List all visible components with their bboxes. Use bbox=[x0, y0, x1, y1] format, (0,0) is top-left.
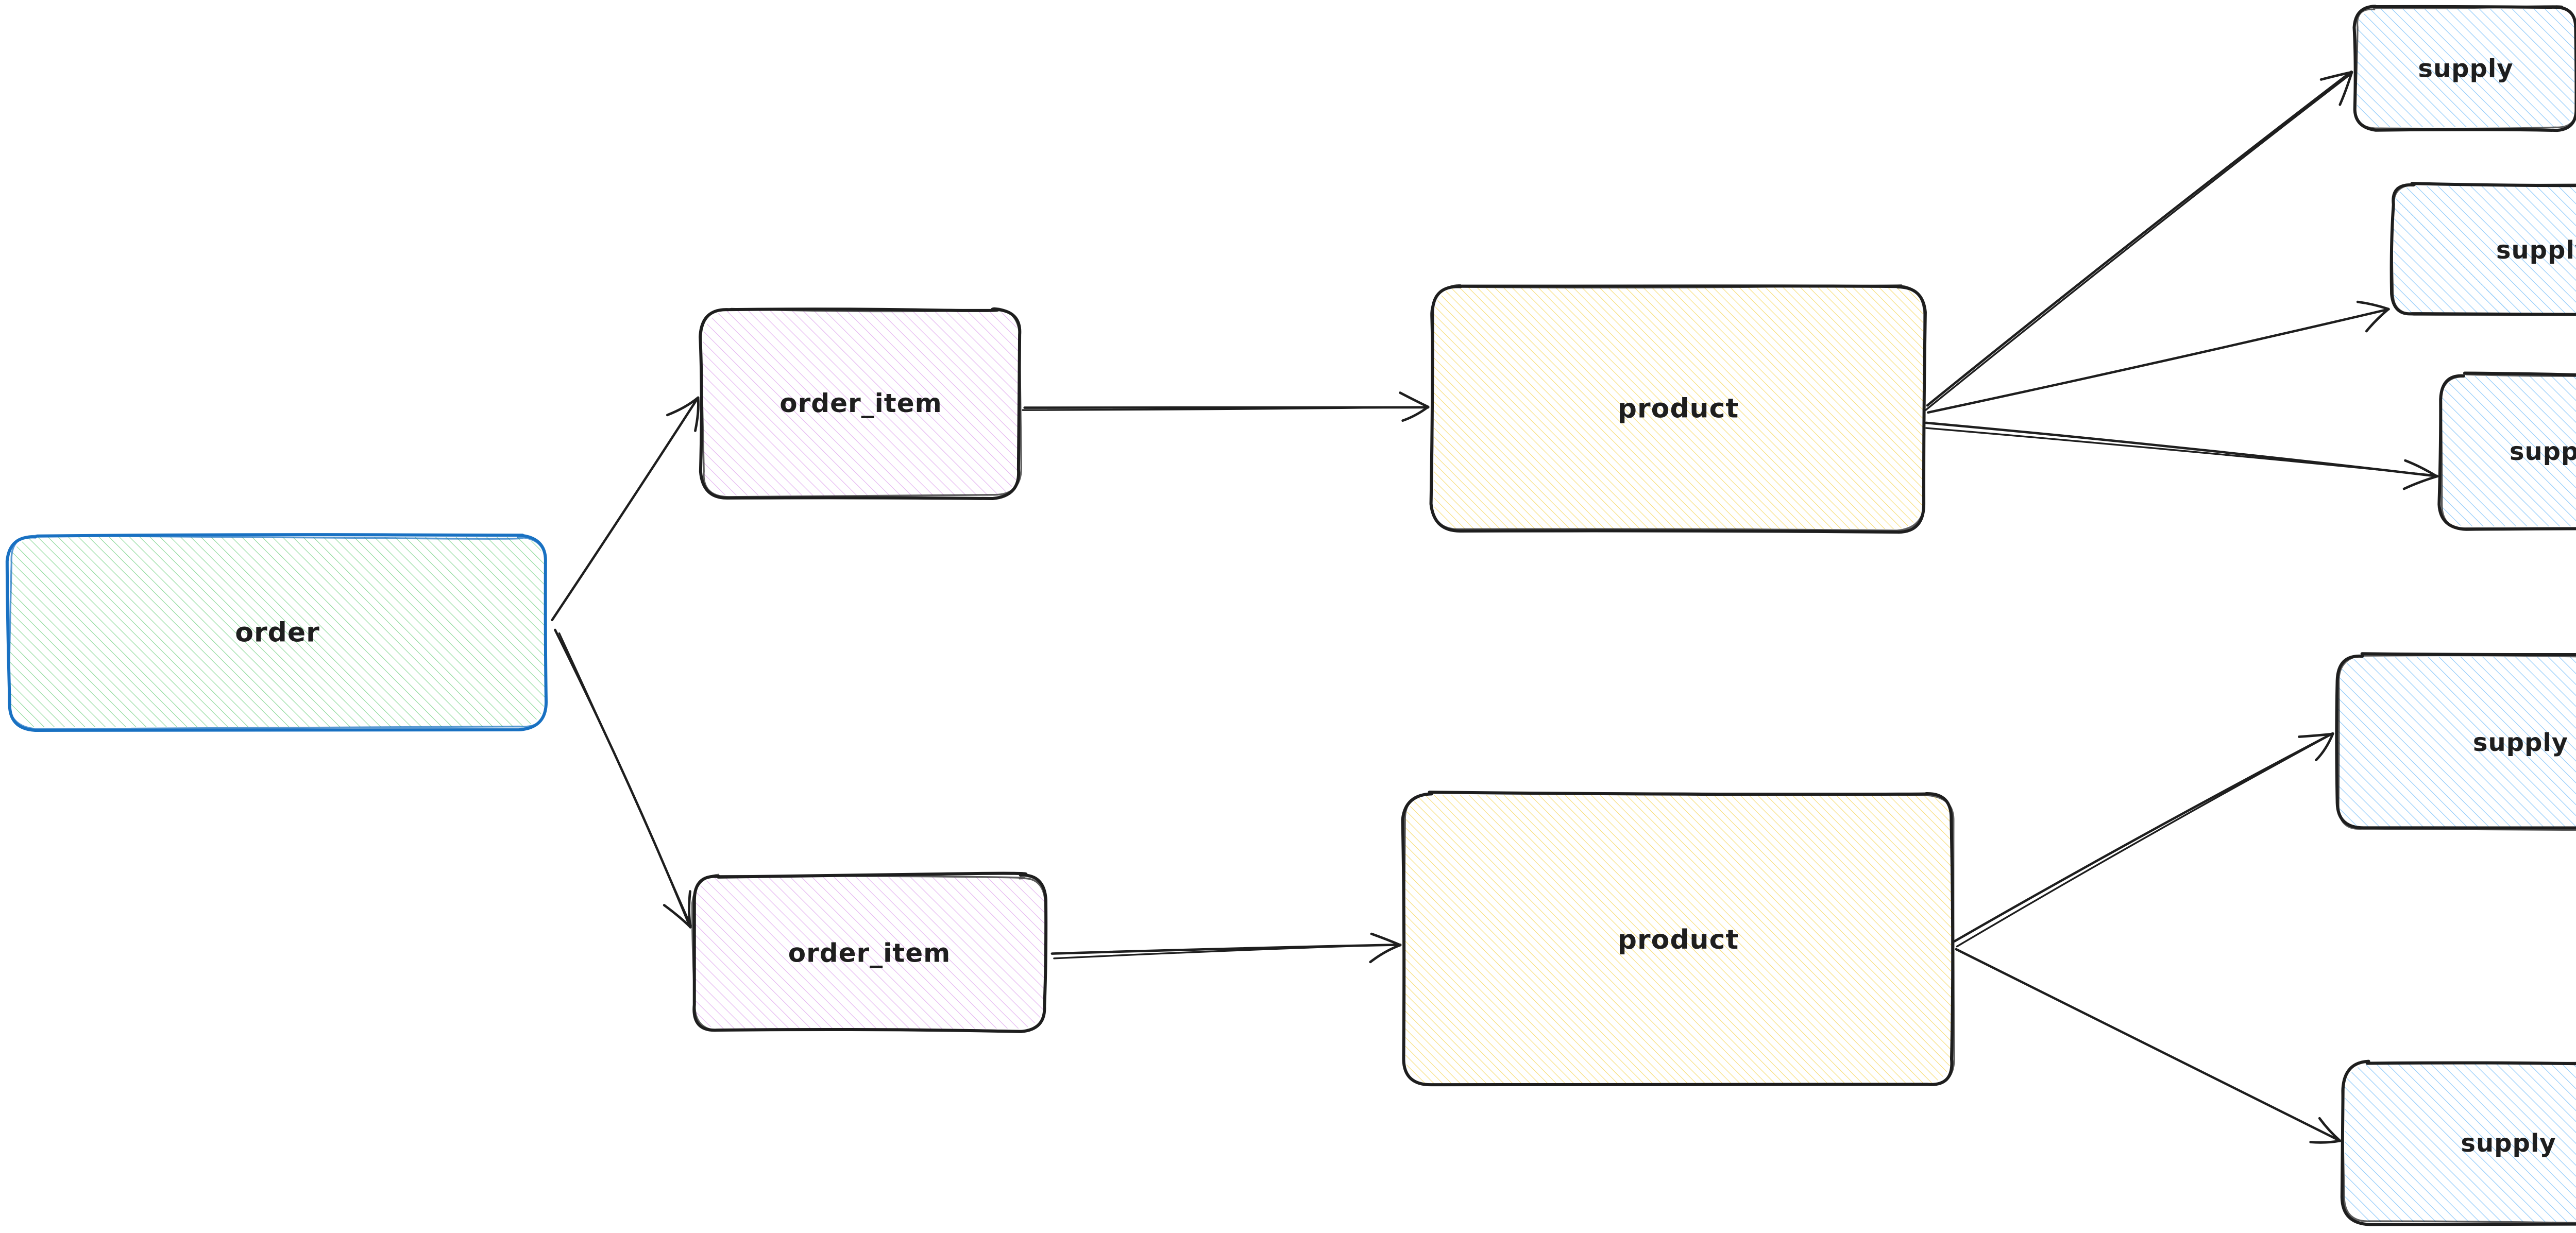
arrowhead-barb bbox=[1369, 944, 1402, 964]
edge-line bbox=[1926, 70, 2353, 407]
node-fill bbox=[2442, 376, 2576, 526]
node-fill bbox=[1434, 287, 1923, 529]
node-outline-secondary bbox=[2337, 654, 2576, 831]
arrowhead-barb bbox=[2404, 459, 2438, 478]
node-outline bbox=[2340, 1059, 2576, 1226]
node-product_bottom[interactable]: product bbox=[1401, 791, 1955, 1087]
node-label: order bbox=[235, 618, 320, 648]
node-label: supply bbox=[2461, 1129, 2556, 1158]
node-order_item_bottom[interactable]: order_item bbox=[691, 871, 1048, 1033]
edge-line-secondary bbox=[1053, 944, 1402, 960]
node-fill bbox=[2357, 9, 2574, 127]
node-product_top[interactable]: product bbox=[1429, 284, 1927, 534]
arrowhead-barb bbox=[2365, 307, 2390, 333]
node-outline-secondary bbox=[1430, 284, 1925, 532]
node-fill bbox=[703, 311, 1019, 495]
node-fill bbox=[2345, 1064, 2576, 1222]
edge-line-secondary bbox=[1925, 72, 2353, 411]
node-outline bbox=[2437, 371, 2576, 531]
node-outline bbox=[2389, 182, 2576, 316]
node-order[interactable]: order bbox=[5, 533, 548, 732]
node-outline-secondary bbox=[691, 874, 1047, 1032]
edge-order-to-order_item_bottom[interactable] bbox=[554, 628, 692, 929]
edge-line-secondary bbox=[1925, 427, 2438, 477]
edge-order_item_bottom-to-product_bottom[interactable] bbox=[1050, 932, 1402, 964]
nodes-layer: orderorder_itemorder_itemproductproducts… bbox=[5, 5, 2576, 1226]
edge-line-secondary bbox=[1022, 406, 1429, 411]
edge-product_top-to-supply_3[interactable] bbox=[1925, 421, 2439, 490]
node-outline-secondary bbox=[2440, 373, 2576, 529]
edge-line bbox=[1953, 732, 2334, 943]
arrowhead-barb bbox=[1370, 932, 1402, 947]
node-label: order_item bbox=[788, 938, 951, 968]
edge-order-to-order_item_top[interactable] bbox=[551, 396, 700, 622]
edge-line bbox=[554, 628, 692, 929]
arrowhead-barb bbox=[2315, 732, 2334, 762]
edge-product_bottom-to-supply_5[interactable] bbox=[1955, 948, 2342, 1144]
node-outline bbox=[2335, 652, 2576, 830]
node-fill bbox=[2394, 186, 2576, 314]
edge-order_item_top-to-product_top[interactable] bbox=[1022, 391, 1430, 422]
node-label: supply bbox=[2510, 437, 2576, 466]
node-supply_3[interactable]: supply bbox=[2437, 371, 2576, 531]
node-supply_1[interactable]: supply bbox=[2352, 5, 2576, 132]
arrowhead-barb bbox=[666, 396, 700, 417]
node-supply_2[interactable]: supply bbox=[2389, 182, 2576, 316]
edge-line-secondary bbox=[1956, 732, 2334, 948]
edges-layer bbox=[551, 70, 2439, 1144]
node-fill bbox=[2338, 657, 2576, 828]
arrowhead-barb bbox=[694, 396, 700, 432]
arrowhead-barb bbox=[2402, 475, 2438, 490]
arrowhead-barb bbox=[2319, 71, 2353, 81]
node-outline-secondary bbox=[8, 535, 547, 730]
node-outline-secondary bbox=[2354, 5, 2576, 130]
node-supply_4[interactable]: supply bbox=[2335, 652, 2576, 831]
arrowhead-barb bbox=[1401, 405, 1430, 422]
node-fill bbox=[10, 537, 545, 727]
edge-line-secondary bbox=[558, 632, 692, 927]
arrowhead-barb bbox=[2356, 300, 2390, 311]
node-label: supply bbox=[2473, 728, 2568, 757]
node-outline-secondary bbox=[2391, 182, 2576, 316]
arrowhead-barb bbox=[1399, 391, 1430, 408]
node-label: product bbox=[1618, 924, 1739, 955]
arrowhead-barb bbox=[2298, 732, 2334, 738]
node-outline-secondary bbox=[1402, 791, 1955, 1086]
edge-line bbox=[551, 397, 699, 622]
node-supply_5[interactable]: supply bbox=[2340, 1059, 2576, 1226]
edge-product_top-to-supply_1[interactable] bbox=[1925, 70, 2353, 411]
arrowhead-barb bbox=[688, 890, 692, 929]
node-fill bbox=[694, 877, 1044, 1029]
arrowhead-barb bbox=[2309, 1139, 2342, 1144]
arrowhead-barb bbox=[2338, 71, 2353, 106]
edge-line bbox=[1955, 948, 2342, 1142]
node-label: product bbox=[1618, 393, 1739, 424]
node-label: supply bbox=[2418, 55, 2513, 83]
node-fill bbox=[1405, 795, 1951, 1084]
edge-line bbox=[1927, 308, 2390, 414]
arrowhead-barb bbox=[663, 904, 692, 929]
edge-product_top-to-supply_2[interactable] bbox=[1927, 300, 2390, 414]
node-label: supply bbox=[2496, 236, 2576, 265]
node-outline-secondary bbox=[2341, 1061, 2576, 1224]
edge-product_bottom-to-supply_4[interactable] bbox=[1953, 732, 2334, 948]
node-order_item_top[interactable]: order_item bbox=[699, 307, 1022, 501]
node-label: order_item bbox=[779, 388, 942, 418]
arrowhead-barb bbox=[2318, 1117, 2342, 1142]
node-outline-secondary bbox=[700, 307, 1022, 498]
